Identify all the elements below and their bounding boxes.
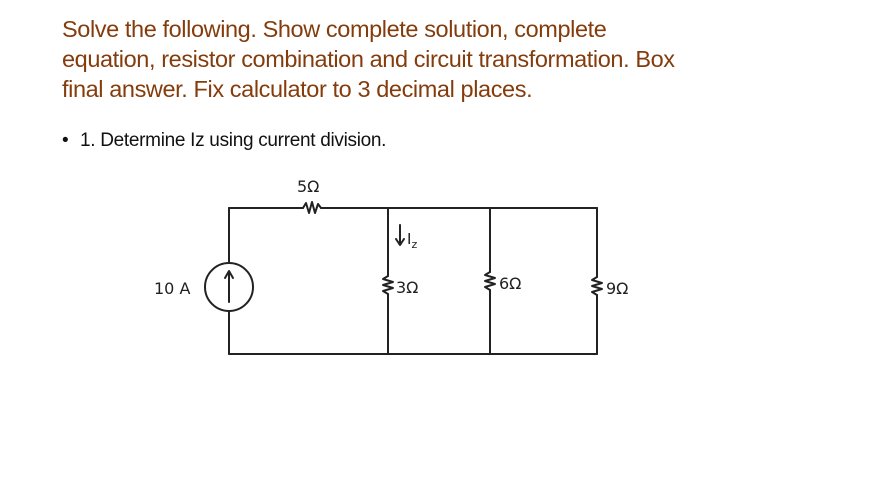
resistor-9-ohm	[591, 276, 603, 296]
resistor-6-ohm	[484, 271, 496, 291]
label-5-ohm: 5Ω	[297, 177, 319, 196]
resistor-5-ohm	[302, 201, 322, 214]
label-source-10a: 10 A	[154, 279, 190, 298]
bullet-icon: •	[62, 130, 69, 151]
resistor-3-ohm	[382, 275, 394, 295]
label-3-ohm: 3Ω	[396, 278, 418, 297]
heading-line-2: equation, resistor combination and circu…	[62, 46, 675, 72]
iz-arrow-head	[395, 238, 405, 246]
problem-text: 1. Determine Iz using current division.	[80, 130, 387, 151]
current-source-arrow-head	[224, 270, 234, 279]
instructions-heading: Solve the following. Show complete solut…	[62, 14, 862, 104]
label-iz: Iz	[407, 230, 417, 251]
label-6-ohm: 6Ω	[499, 274, 521, 293]
label-9-ohm: 9Ω	[606, 279, 628, 298]
problem-item: • 1. Determine Iz using current division.	[62, 128, 386, 154]
heading-line-3: final answer. Fix calculator to 3 decima…	[62, 76, 533, 102]
current-source-icon	[204, 262, 254, 312]
heading-line-1: Solve the following. Show complete solut…	[62, 16, 607, 42]
